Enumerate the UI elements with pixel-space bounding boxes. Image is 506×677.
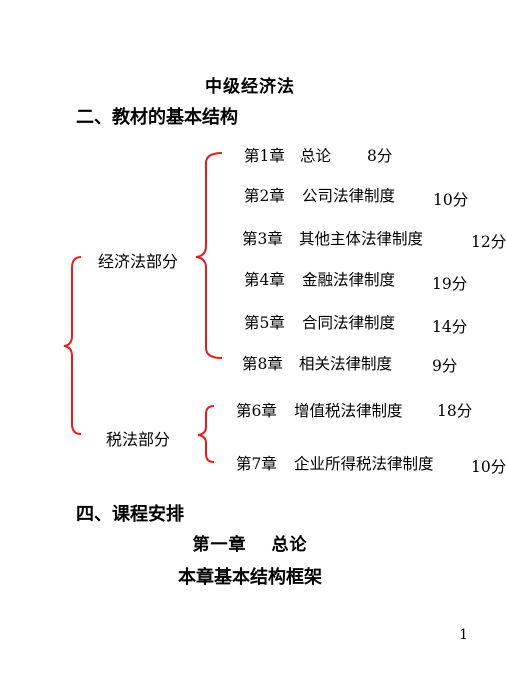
section-heading-schedule: 四、课程安排 — [76, 504, 184, 525]
section-heading-structure: 二、教材的基本结构 — [76, 107, 238, 128]
chapter-score: 19分 — [432, 275, 468, 293]
chapter-name: 总论 — [300, 147, 332, 165]
chapter-number: 第3章 — [242, 230, 283, 248]
tax-law-brace — [197, 405, 215, 463]
group-label-tax-law: 税法部分 — [106, 430, 171, 449]
group-label-economic-law: 经济法部分 — [98, 252, 179, 271]
chapter-number: 第6章 — [236, 402, 277, 420]
chapter-score: 9分 — [432, 357, 458, 375]
chapter-number: 第2章 — [244, 187, 285, 205]
economic-law-brace — [195, 152, 223, 359]
chapter-score: 10分 — [471, 458, 506, 476]
chapter-name: 增值税法律制度 — [294, 402, 403, 420]
chapter-number: 第5章 — [244, 314, 285, 332]
chapter-number: 第7章 — [236, 455, 277, 473]
chapter-name: 合同法律制度 — [302, 314, 396, 332]
chapter-number: 第4章 — [244, 271, 285, 289]
chapter-score: 12分 — [471, 233, 506, 251]
document-title: 中级经济法 — [205, 77, 295, 97]
framework-title: 本章基本结构框架 — [178, 567, 322, 588]
chapter-number: 第8章 — [242, 355, 283, 373]
chapter-name: 相关法律制度 — [299, 355, 393, 373]
chapter-name: 其他主体法律制度 — [299, 230, 424, 248]
chapter-score: 18分 — [437, 402, 473, 420]
chapter-name: 金融法律制度 — [302, 271, 396, 289]
chapter-title: 第一章 总论 — [192, 535, 308, 555]
chapter-name: 企业所得税法律制度 — [294, 455, 434, 473]
chapter-name: 公司法律制度 — [302, 187, 396, 205]
chapter-score: 10分 — [433, 191, 469, 209]
outer-brace — [63, 256, 82, 435]
chapter-score: 14分 — [432, 318, 468, 336]
chapter-score: 8分 — [367, 147, 393, 165]
page-number: 1 — [459, 627, 468, 643]
chapter-number: 第1章 — [244, 147, 285, 165]
